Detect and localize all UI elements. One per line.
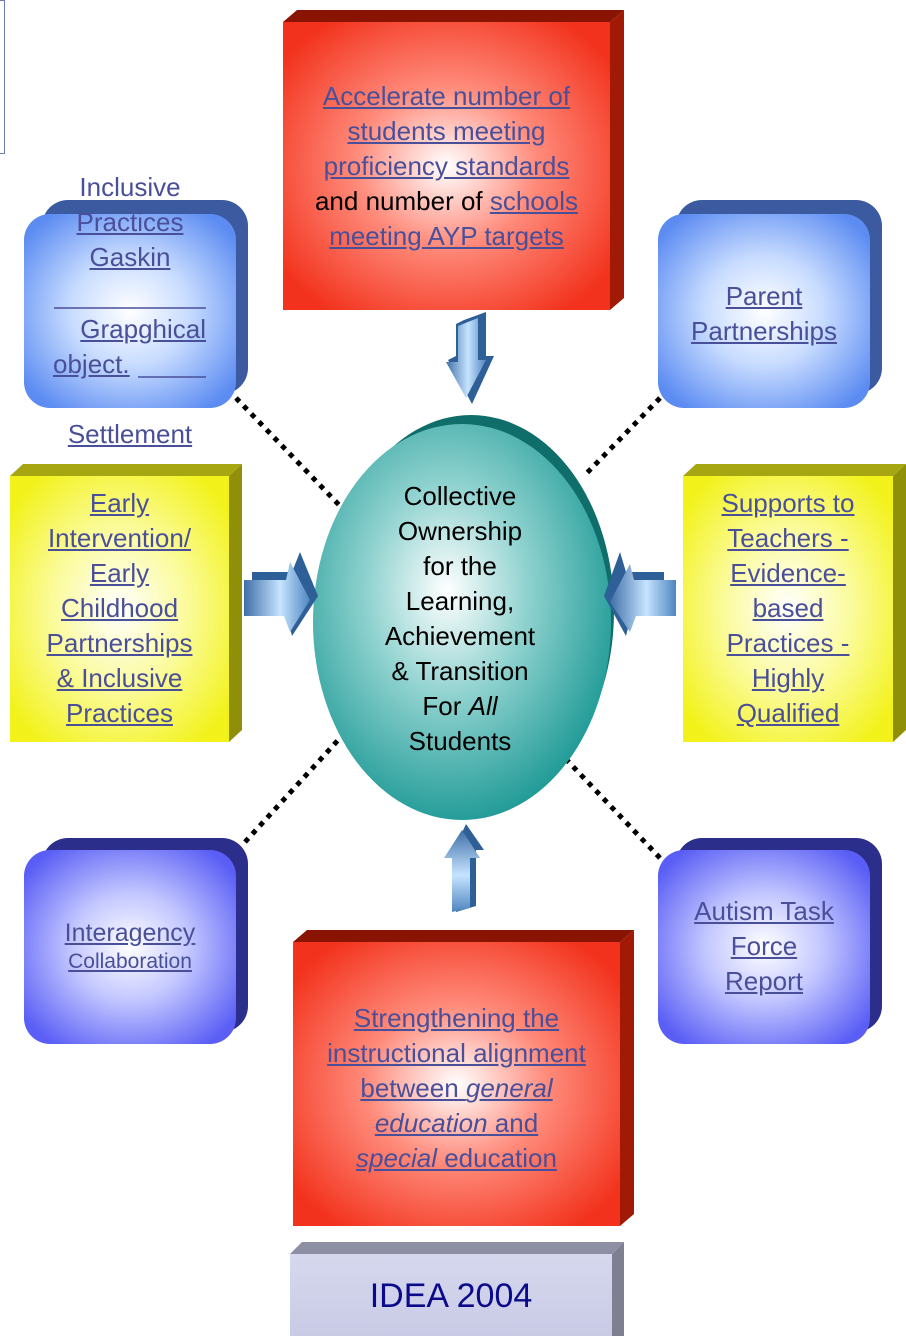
supports-link-6[interactable]: Qualified	[736, 698, 840, 728]
early-link-1[interactable]: Intervention/	[47, 523, 192, 553]
center-line-5: & Transition	[391, 656, 529, 686]
inclusive-label: Inclusive	[79, 172, 181, 202]
early-link-5[interactable]: & Inclusive	[56, 663, 183, 693]
early-text: Early Intervention/ Early Childhood Part…	[10, 486, 229, 731]
connector-top-left	[234, 396, 344, 510]
center-line-0: Collective	[403, 481, 517, 511]
top-box-link-2[interactable]: students meeting	[347, 116, 546, 146]
autism-link-0[interactable]: Autism Task	[694, 896, 834, 926]
supports-link-1[interactable]: Teachers -	[727, 523, 849, 553]
parent-link-1[interactable]: Parent	[725, 281, 803, 311]
center-text: Collective Ownership for the Learning, A…	[340, 479, 580, 759]
center-last-line: Students	[408, 726, 512, 756]
center-line-1: Ownership	[397, 516, 523, 546]
bottom-box-general: general	[465, 1073, 553, 1103]
bottom-box-between: between	[360, 1073, 466, 1103]
bottom-box-link-4[interactable]: education and	[375, 1108, 538, 1138]
top-box-link-5[interactable]: meeting AYP targets	[329, 221, 564, 251]
bottom-box-education-2: education	[436, 1143, 557, 1173]
center-for-italic: All	[468, 691, 498, 721]
interagency-link-2[interactable]: Collaboration	[68, 950, 192, 973]
bottom-box-special: special	[356, 1143, 437, 1173]
arrow-right	[244, 552, 318, 636]
interagency-text: Interagency Collaboration	[24, 918, 236, 976]
early-link-4[interactable]: Partnerships	[46, 628, 193, 658]
autism-link-2[interactable]: Report	[724, 966, 804, 996]
inclusive-link-2[interactable]: Gaskin	[89, 242, 171, 272]
parent-text: Parent Partnerships	[658, 279, 870, 349]
interagency-box	[24, 838, 248, 1044]
autism-box	[658, 838, 882, 1044]
connector-top-right	[583, 396, 662, 477]
arrow-down	[446, 312, 494, 404]
supports-text: Supports to Teachers - Evidence- based P…	[683, 486, 893, 731]
supports-link-0[interactable]: Supports to	[721, 488, 855, 518]
early-link-0[interactable]: Early	[89, 488, 150, 518]
inclusive-graphical: Grapghical	[54, 312, 206, 347]
center-line-3: Learning,	[405, 586, 515, 616]
interagency-link-1[interactable]: Interagency	[64, 919, 196, 947]
center-line-4: Achievement	[384, 621, 536, 651]
bottom-box-link-3[interactable]: between general	[360, 1073, 552, 1103]
supports-link-4[interactable]: Practices -	[726, 628, 850, 658]
center-for-prefix: For	[422, 691, 469, 721]
idea-box	[290, 1242, 624, 1336]
top-red-box	[283, 10, 624, 310]
top-box-link-3[interactable]: proficiency standards	[323, 151, 570, 181]
inclusive-object: object.	[53, 347, 203, 382]
idea-label: IDEA 2004	[369, 1277, 533, 1315]
inclusive-text: Inclusive Practices Gaskin	[24, 170, 236, 275]
bottom-box-link-5[interactable]: special education	[356, 1143, 557, 1173]
parent-box	[658, 200, 882, 408]
inclusive-link-1[interactable]: Practices	[76, 207, 184, 237]
early-link-3[interactable]: Childhood	[60, 593, 179, 623]
bottom-box-link-2[interactable]: instructional alignment	[327, 1038, 586, 1068]
settlement-link[interactable]: Settlement	[67, 419, 193, 449]
bottom-box-text: Strengthening the instructional alignmen…	[293, 1001, 620, 1176]
connectors	[234, 396, 662, 860]
early-link-6[interactable]: Practices	[66, 698, 173, 728]
bottom-box-and: and	[487, 1108, 539, 1138]
supports-link-2[interactable]: Evidence-	[730, 558, 846, 588]
arrow-left	[604, 552, 676, 636]
bottom-red-box	[293, 930, 634, 1226]
inclusive-link-4[interactable]: object.	[53, 349, 130, 379]
parent-link-2[interactable]: Partnerships	[691, 316, 837, 346]
bottom-box-link-1[interactable]: Strengthening the	[353, 1003, 560, 1033]
supports-link-5[interactable]: Highly	[751, 663, 825, 693]
top-box-link-1[interactable]: Accelerate number of	[322, 81, 571, 111]
early-box	[10, 464, 242, 742]
frame-fragment	[0, 0, 5, 154]
connector-bottom-left	[243, 736, 342, 844]
bottom-box-education: education	[374, 1108, 488, 1138]
inclusive-box	[24, 200, 248, 408]
early-link-2[interactable]: Early	[89, 558, 150, 588]
supports-link-3[interactable]: based	[752, 593, 824, 623]
inclusive-link-3[interactable]: Grapghical	[80, 314, 206, 344]
top-box-text: Accelerate number of students meeting pr…	[283, 79, 610, 254]
autism-link-1[interactable]: Force	[730, 931, 798, 961]
supports-box	[683, 464, 906, 742]
autism-text: Autism Task Force Report	[658, 894, 870, 999]
top-box-link-4[interactable]: schools	[489, 186, 579, 216]
settlement-text: Settlement	[24, 417, 236, 452]
arrow-up	[444, 824, 484, 912]
center-line-2: for the	[423, 551, 497, 581]
connector-bottom-right	[560, 753, 662, 860]
center-ellipse	[313, 415, 614, 820]
top-box-plain: and number of	[314, 186, 490, 216]
